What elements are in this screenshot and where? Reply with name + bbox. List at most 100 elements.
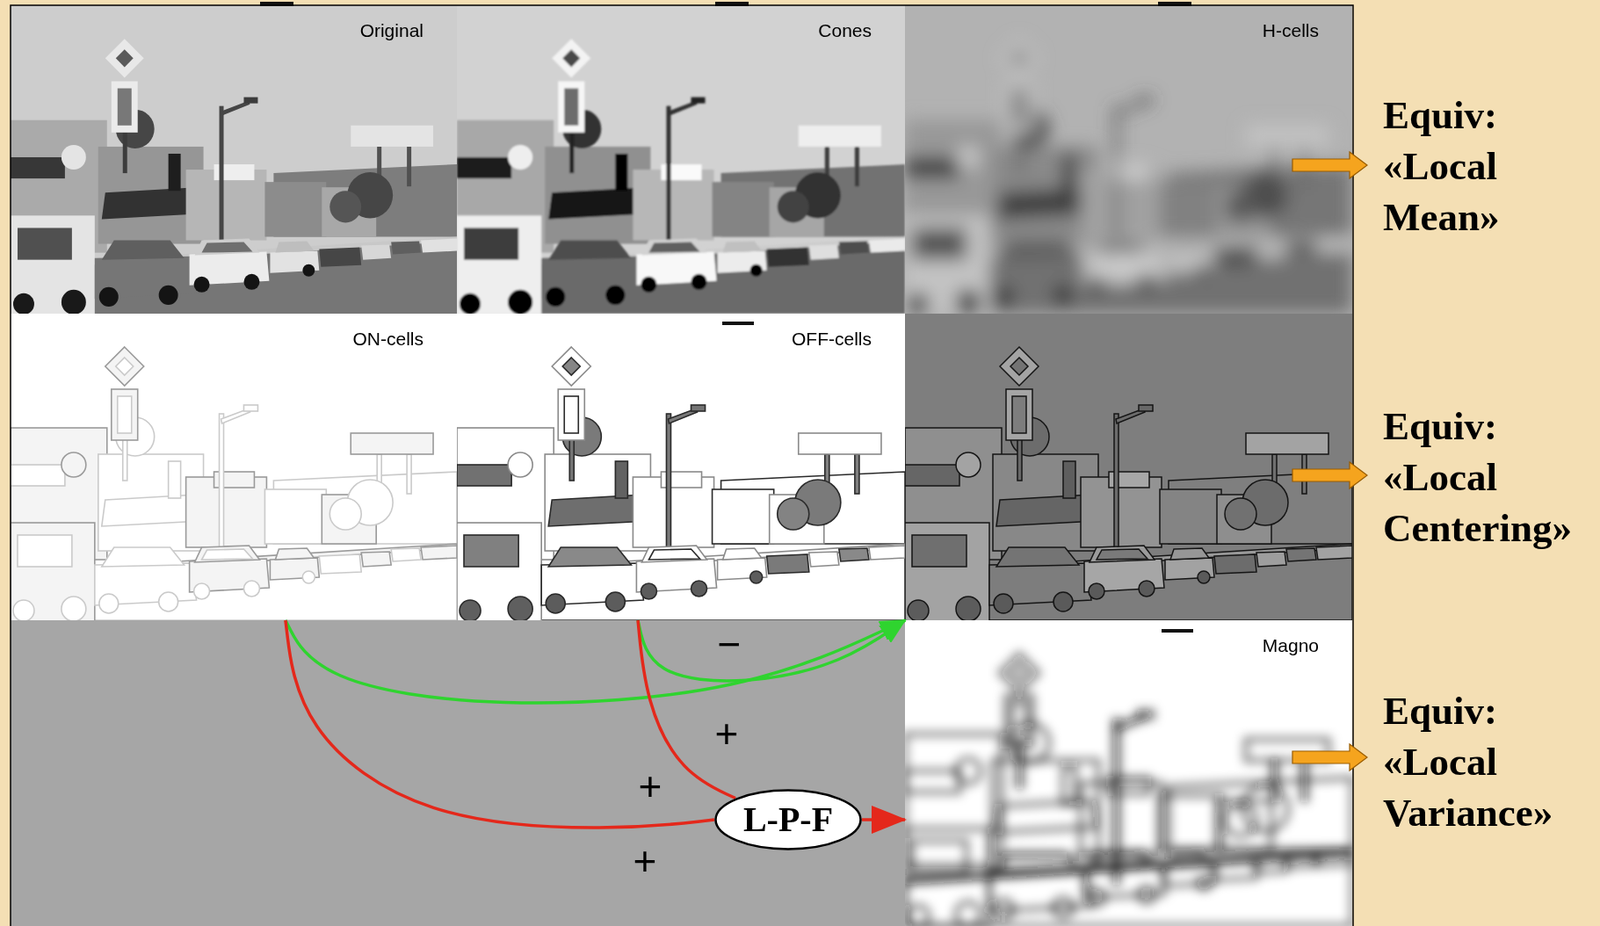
scene-shape xyxy=(904,215,990,314)
scan-mark xyxy=(1161,629,1194,633)
scene-shape xyxy=(275,548,314,560)
scene-shape xyxy=(1224,803,1257,836)
scene-shape xyxy=(564,396,579,434)
scene-shape xyxy=(194,276,210,293)
scene-shape xyxy=(1080,169,1162,240)
scene-shape xyxy=(691,97,706,104)
scene-shape xyxy=(243,405,258,412)
scene-shape xyxy=(507,144,533,170)
scene-shape xyxy=(1096,242,1148,254)
panel-label: Cones xyxy=(818,19,872,42)
scene-shape xyxy=(361,551,391,567)
scene-shape xyxy=(989,868,1092,912)
scene-shape xyxy=(1006,80,1033,132)
pointer-arrow xyxy=(1292,744,1368,771)
scene-shape xyxy=(1197,571,1210,584)
scene-shape xyxy=(648,242,700,254)
scene-shape xyxy=(101,240,185,261)
gray-ground xyxy=(10,620,905,926)
scene-shape xyxy=(551,347,591,386)
scene-shape xyxy=(459,293,481,314)
scene-shape xyxy=(712,181,775,237)
scene-shape xyxy=(390,548,421,562)
scene-shape xyxy=(456,157,512,179)
panel-image xyxy=(10,5,457,314)
scene-shape xyxy=(569,436,574,481)
image-panel: ON-cells xyxy=(10,313,457,621)
scene-shape xyxy=(1256,551,1287,567)
scene-shape xyxy=(996,240,1079,261)
scene-shape xyxy=(750,571,763,584)
scene-shape xyxy=(640,583,657,600)
scene-shape xyxy=(243,97,258,104)
scene-shape xyxy=(105,38,145,78)
scene-shape xyxy=(904,828,990,926)
scene-shape xyxy=(105,347,145,386)
scene-shape xyxy=(456,215,542,314)
scene-shape xyxy=(615,153,628,191)
scene-shape xyxy=(562,49,580,67)
scene-shape xyxy=(350,125,434,147)
sign-label: + xyxy=(638,766,663,807)
image-panel: Original xyxy=(10,5,457,314)
scene-shape xyxy=(723,241,762,254)
scene-shape xyxy=(186,169,268,240)
scene-shape xyxy=(868,238,905,254)
scene-shape xyxy=(10,157,66,179)
scene-shape xyxy=(809,245,840,261)
scene-shape xyxy=(551,38,591,78)
scene-shape xyxy=(1197,264,1210,277)
scene-shape xyxy=(350,433,434,455)
scene-shape xyxy=(17,227,73,260)
scene-shape xyxy=(507,596,533,621)
scene-shape xyxy=(640,276,657,293)
scene-shape xyxy=(854,146,860,187)
scene-shape xyxy=(10,522,95,621)
scene-shape xyxy=(1256,245,1287,261)
scene-shape xyxy=(1316,238,1353,254)
scene-shape xyxy=(904,853,1353,926)
sign-label: − xyxy=(717,623,742,665)
scene-shape xyxy=(10,215,95,314)
equivalence-note: Equiv: «Local Centering» xyxy=(1382,400,1594,554)
image-panel: OFF-cells xyxy=(456,313,905,621)
scene-shape xyxy=(1159,795,1222,850)
scene-shape xyxy=(1053,285,1073,305)
panel-image xyxy=(904,5,1353,314)
scene-shape xyxy=(420,545,457,560)
scene-shape xyxy=(1063,461,1076,499)
scene-shape xyxy=(61,144,87,170)
scene-shape xyxy=(329,498,362,530)
scene-shape xyxy=(168,153,181,191)
scene-shape xyxy=(318,247,362,268)
scene-shape xyxy=(777,190,810,223)
scene-shape xyxy=(117,396,132,434)
scene-shape xyxy=(1138,97,1153,104)
scene-shape xyxy=(420,238,457,254)
image-panel: Equiv: «Local Centering» xyxy=(904,313,1353,621)
scene-shape xyxy=(1012,396,1027,434)
scene-shape xyxy=(390,241,421,255)
scene-shape xyxy=(1245,433,1329,455)
scene-shape xyxy=(123,129,128,174)
scene-shape xyxy=(1272,760,1277,801)
scene-shape xyxy=(406,454,412,494)
panel-ground xyxy=(904,313,1353,621)
scene-shape xyxy=(993,593,1014,614)
panel-ground xyxy=(456,313,905,621)
panel-image xyxy=(456,5,905,314)
scene-shape xyxy=(993,287,1014,307)
scene-shape xyxy=(809,551,840,567)
scene-shape xyxy=(1224,190,1257,223)
scene-shape xyxy=(1168,777,1353,850)
scene-shape xyxy=(1114,720,1119,884)
scene-shape xyxy=(123,436,128,481)
scene-shape xyxy=(101,547,185,567)
scene-shape xyxy=(1089,238,1155,256)
signal-arrow xyxy=(637,620,905,681)
scene-shape xyxy=(463,535,519,567)
scene-shape xyxy=(1286,241,1317,255)
scene-shape xyxy=(907,293,929,314)
